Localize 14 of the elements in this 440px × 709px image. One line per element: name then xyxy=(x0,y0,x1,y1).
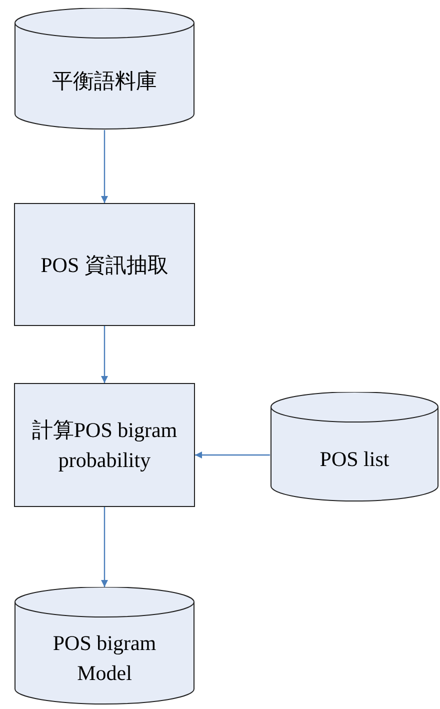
node-label: POS bigram Model xyxy=(52,630,158,687)
arrow xyxy=(100,507,108,587)
node-label: POS list xyxy=(318,446,390,473)
process-box xyxy=(14,203,195,326)
database-cylinder xyxy=(14,587,195,705)
process-box xyxy=(14,383,195,507)
arrow xyxy=(195,451,270,459)
arrow xyxy=(100,130,108,203)
arrow xyxy=(100,326,108,383)
database-cylinder xyxy=(14,8,195,130)
node-label: 計算POS bigram probability xyxy=(30,417,178,474)
node-label: POS 資訊抽取 xyxy=(40,252,170,278)
node-label: 平衡語料庫 xyxy=(51,68,158,95)
database-cylinder xyxy=(270,392,439,502)
